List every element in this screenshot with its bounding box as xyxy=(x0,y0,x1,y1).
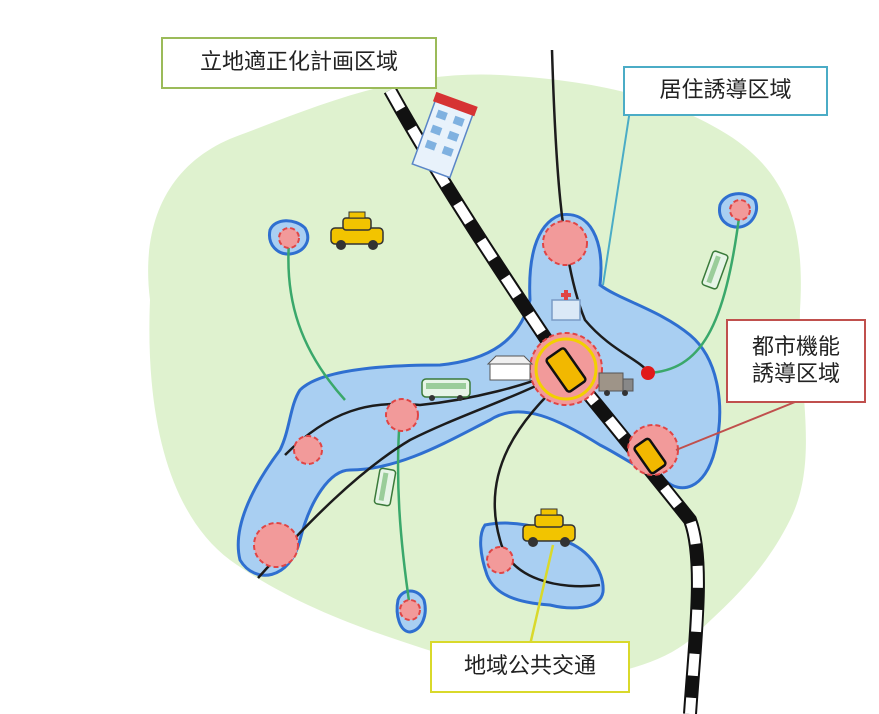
road-southwest xyxy=(257,370,566,579)
hub-north xyxy=(542,220,588,266)
truck-icon xyxy=(598,372,634,396)
callout-line-kyoju xyxy=(602,109,631,286)
bus-stop-node xyxy=(641,366,655,380)
hub-circles xyxy=(253,199,751,621)
hub-west xyxy=(385,398,419,432)
bus-route-nw xyxy=(287,241,346,401)
label-residential-area: 居住誘導区域 xyxy=(623,66,828,116)
train-icon-southeast xyxy=(633,437,667,475)
label-residential-area-text: 居住誘導区域 xyxy=(659,78,792,104)
road-west xyxy=(284,368,561,456)
taxi-icon-nw xyxy=(330,211,384,250)
label-planning-area: 立地適正化計画区域 xyxy=(161,37,437,89)
bus-route-ne xyxy=(647,209,742,375)
hub-ne-small xyxy=(729,199,751,221)
label-urban-function-line2: 誘導区域 xyxy=(751,362,840,387)
label-public-transport-text: 地域公共交通 xyxy=(463,654,596,680)
hub-southwest xyxy=(253,522,299,568)
hub-south-area xyxy=(486,546,514,574)
bus-icon-west xyxy=(373,467,397,507)
train-icon-center xyxy=(545,347,587,393)
label-urban-function-line1: 都市機能 xyxy=(751,334,840,360)
hub-south-small xyxy=(399,599,421,621)
road-north xyxy=(550,49,650,373)
bus-icon-east xyxy=(701,250,729,290)
callout-line-toshi xyxy=(675,399,801,451)
railway-ties xyxy=(385,87,703,714)
label-public-transport: 地域公共交通 xyxy=(430,641,630,693)
label-urban-function-area: 都市機能 誘導区域 xyxy=(726,319,866,403)
building-icon xyxy=(411,91,478,179)
bus-route-s xyxy=(396,414,412,609)
bus-icon-center xyxy=(421,378,471,401)
hospital-icon xyxy=(551,290,581,321)
station-icon xyxy=(486,355,534,381)
central-hub-ring xyxy=(534,337,598,401)
callout-line-koukyou xyxy=(528,544,555,646)
hub-nw-small xyxy=(278,227,300,249)
road-south xyxy=(493,377,601,588)
label-planning-area-text: 立地適正化計画区域 xyxy=(199,50,398,76)
hub-far-west xyxy=(293,435,323,465)
taxi-icon-south xyxy=(522,508,576,547)
